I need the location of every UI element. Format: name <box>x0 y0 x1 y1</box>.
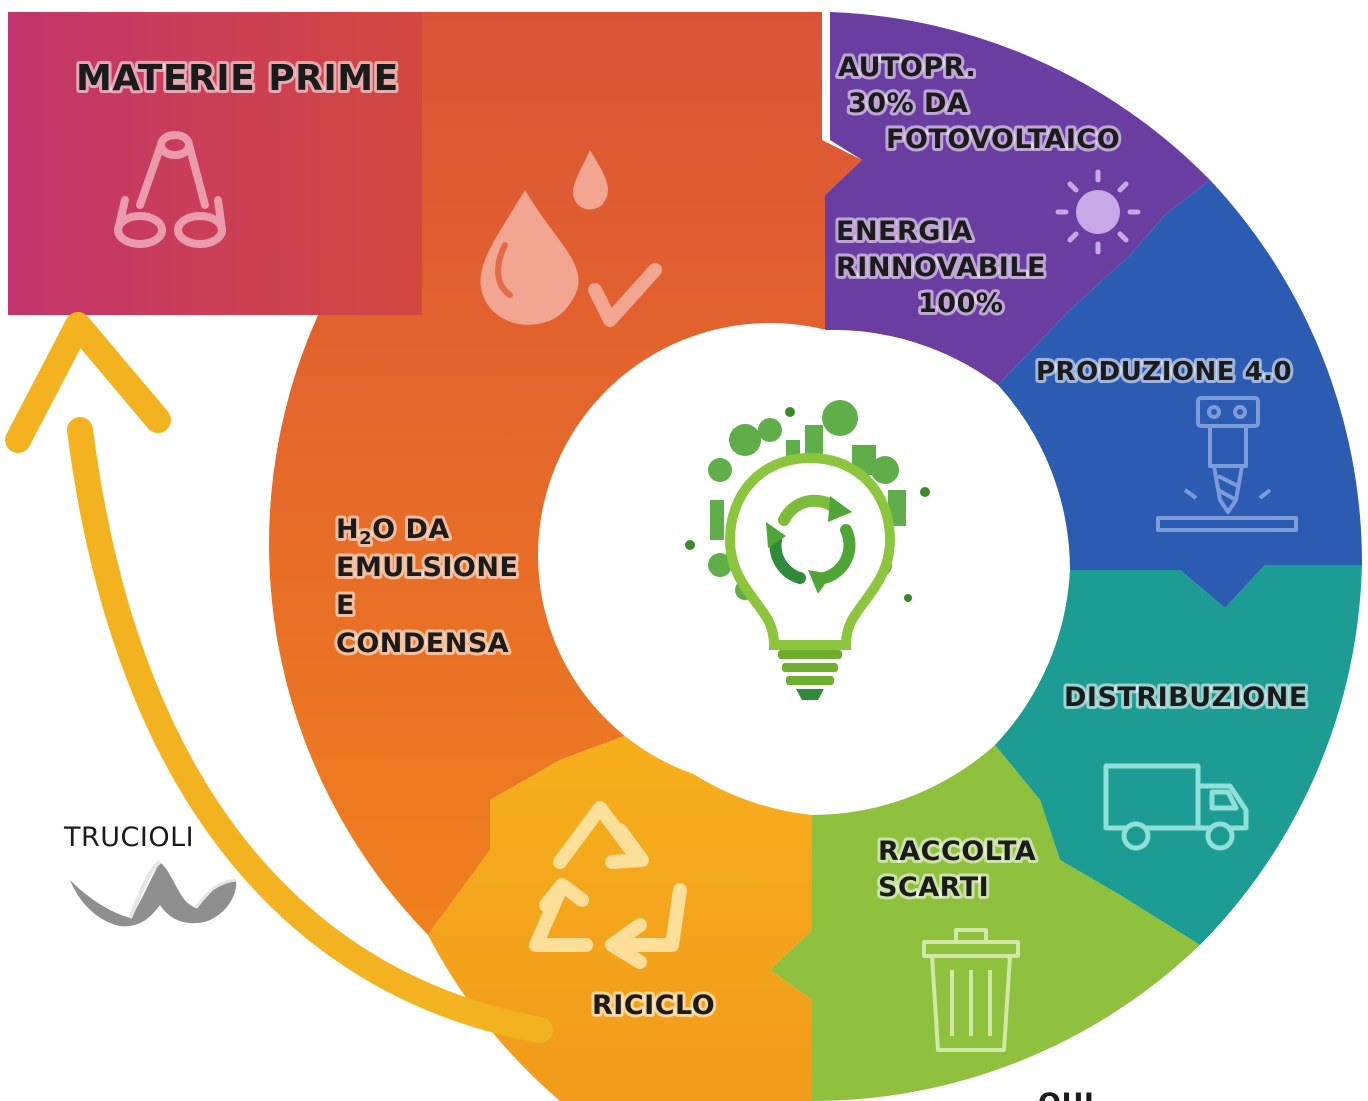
sun-icon <box>1055 169 1141 255</box>
segment-raccolta <box>770 745 1200 1101</box>
eco-lightbulb-recycle-icon <box>685 400 930 700</box>
raccolta-line2: SCARTI <box>878 872 989 903</box>
segment-materie-prime <box>8 12 422 315</box>
energia-rinnovabile-line: RINNOVABILE <box>836 252 1046 283</box>
segment-riciclo <box>428 730 812 1101</box>
acqua-line1: H2O DA <box>336 514 450 549</box>
acqua-line2: EMULSIONE <box>336 552 518 583</box>
pipes-icon <box>114 131 226 248</box>
produzione-label: PRODUZIONE 4.0 <box>1036 357 1292 387</box>
water-drop-check-icon <box>480 150 662 327</box>
energia-percent-line: 30% DA <box>848 88 968 119</box>
trash-bin-icon <box>922 928 1020 1052</box>
energia-100-line: 100% <box>918 288 1003 319</box>
cnc-drill-icon <box>1156 396 1298 532</box>
segment-energia <box>825 12 1210 385</box>
recycle-icon <box>529 801 687 969</box>
trucioli-label: TRUCIOLI <box>63 822 194 853</box>
distribuzione-label: DISTRIBUZIONE <box>1064 682 1308 713</box>
energia-autopr-line: AUTOPR. <box>838 52 976 83</box>
riciclo-label: RICICLO <box>592 990 715 1021</box>
energia-fotovoltaico-line: FOTOVOLTAICO <box>886 124 1120 155</box>
acqua-o-da: O DA <box>372 514 450 545</box>
segment-produzione <box>998 180 1363 608</box>
acqua-line3: E <box>336 590 355 621</box>
raccolta-line1: RACCOLTA <box>878 836 1036 867</box>
acqua-line4: CONDENSA <box>336 628 509 659</box>
segment-distribuzione <box>995 565 1362 945</box>
acqua-sub-2: 2 <box>359 528 372 549</box>
acqua-h: H <box>336 514 359 545</box>
metal-shavings-icon <box>70 860 237 927</box>
return-arrow <box>5 312 553 1043</box>
materie-prime-label: MATERIE PRIME <box>76 58 399 99</box>
truck-icon <box>1103 763 1249 851</box>
footer-partial-text: QUI <box>1038 1088 1094 1101</box>
energia-energia-line: ENERGIA <box>836 216 973 247</box>
